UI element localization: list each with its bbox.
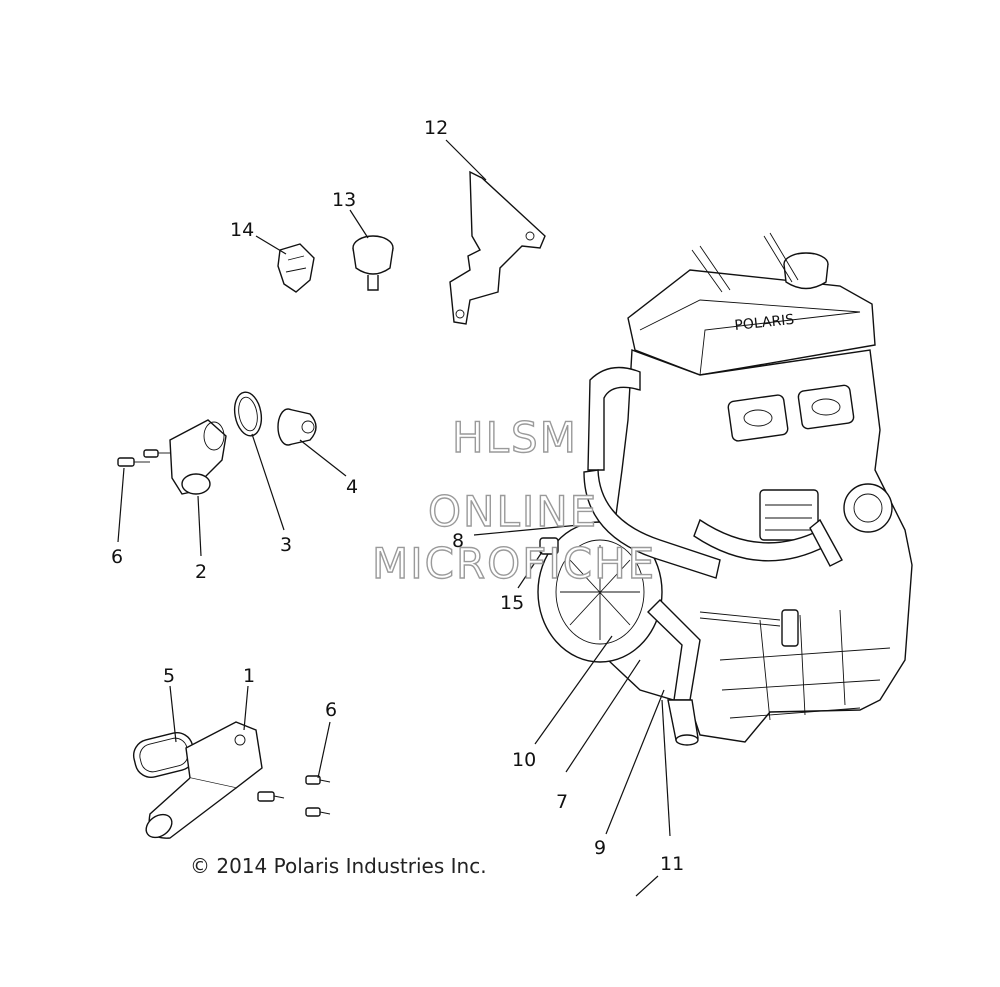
callout-15: 15: [500, 592, 524, 614]
brand-embossing: POLARIS: [734, 312, 795, 334]
callout-11: 11: [660, 853, 684, 875]
callout-9: 9: [594, 837, 606, 859]
part-3-o-ring: [233, 391, 263, 437]
part-13-clamp: [352, 235, 394, 291]
callout-1: 1: [243, 665, 255, 687]
callout-numbers: 1 2 3 4 5 6 6 7 8 9 10 11 12 13 14 15: [111, 117, 684, 875]
callout-6-upper: 6: [111, 546, 123, 568]
leader-lines: [117, 139, 671, 897]
part-12-bracket: [449, 170, 546, 325]
watermark-line-2: ONLINE: [428, 487, 598, 536]
callout-14: 14: [230, 219, 254, 241]
callout-13: 13: [332, 189, 356, 211]
callout-5: 5: [163, 665, 175, 687]
part-6-bolts-lower: [257, 775, 331, 817]
callout-8: 8: [452, 530, 464, 552]
watermark: HLSM ONLINE MICROFICHE: [371, 412, 656, 588]
watermark-line-3: MICROFICHE: [372, 539, 656, 588]
callout-4: 4: [346, 476, 358, 498]
watermark-line-1: HLSM: [452, 413, 578, 462]
part-1-outlet-housing: [145, 721, 263, 839]
engine-assembly: POLARIS: [537, 232, 913, 746]
callout-3: 3: [280, 534, 292, 556]
callout-12: 12: [424, 117, 448, 139]
part-6-bolts-upper: [117, 449, 170, 467]
part-2-thermostat-housing: [169, 419, 227, 495]
callout-6-lower: 6: [325, 699, 337, 721]
callout-10: 10: [512, 749, 536, 771]
copyright-notice: © 2014 Polaris Industries Inc.: [190, 854, 487, 878]
callout-7: 7: [556, 791, 568, 813]
callout-2: 2: [195, 561, 207, 583]
part-14-clip: [277, 243, 315, 293]
part-4-thermostat: [277, 408, 317, 446]
part-15-fitting: [539, 537, 559, 555]
